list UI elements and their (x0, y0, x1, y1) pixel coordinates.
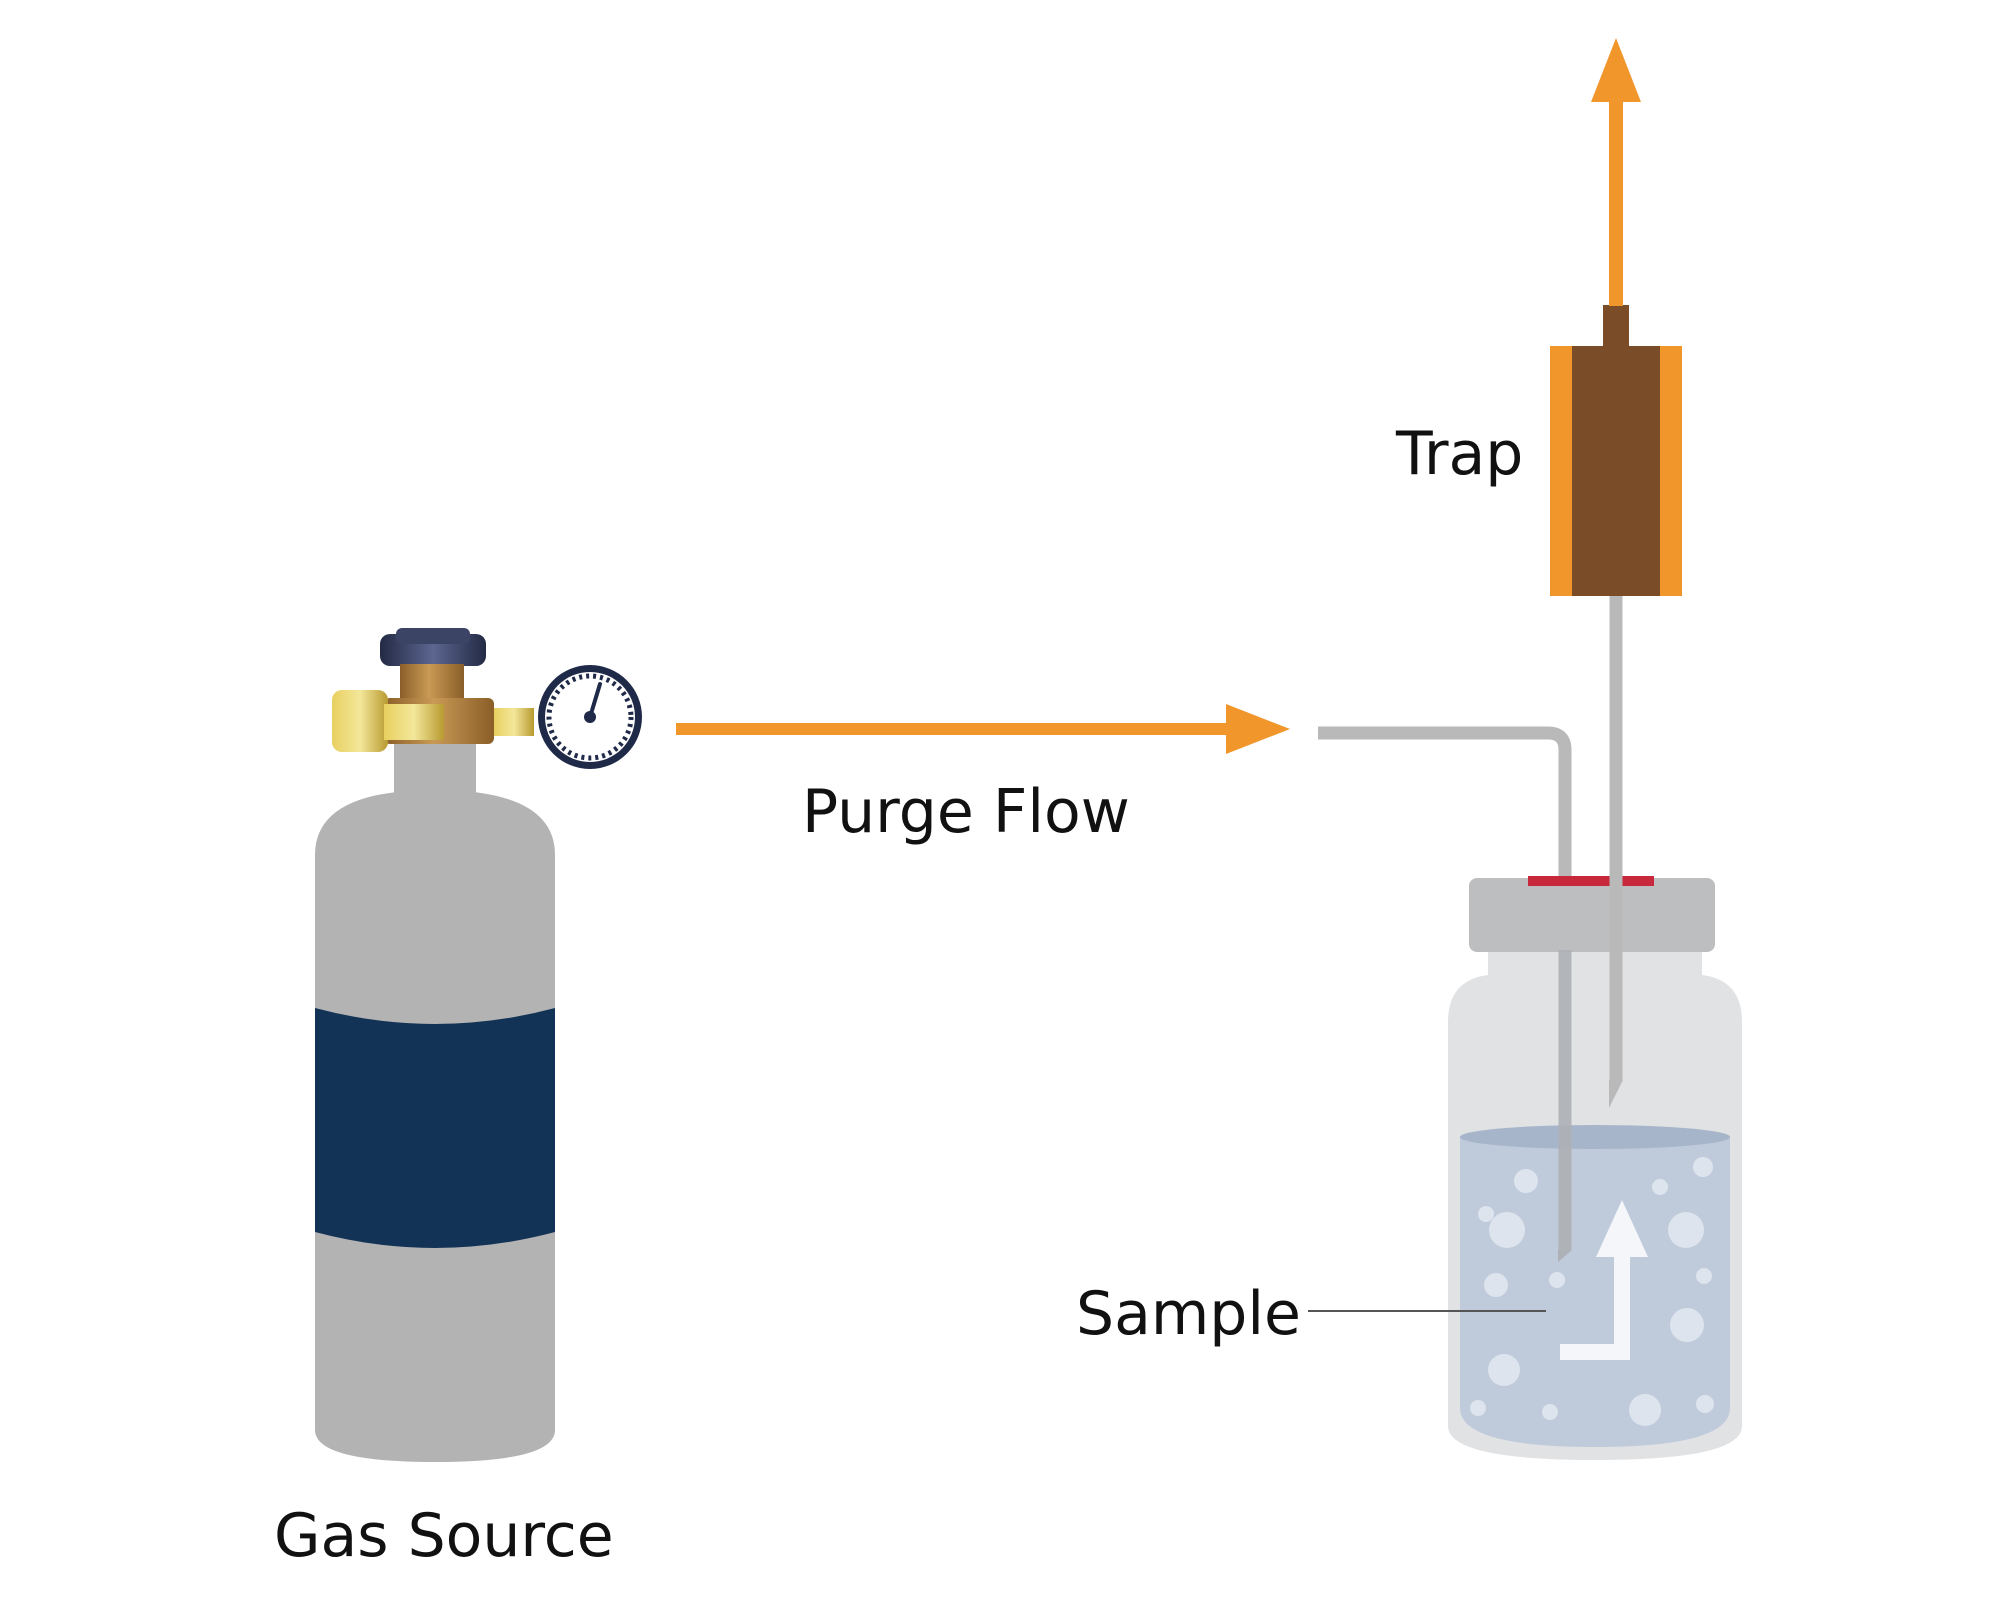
purge-flow-label: Purge Flow (802, 777, 1130, 847)
trap-side-left (1550, 346, 1572, 596)
gauge-connector (494, 708, 534, 736)
valve-stem (400, 664, 464, 700)
outlet-tube (1609, 596, 1623, 1108)
trap-label: Trap (1396, 419, 1524, 489)
purge-flow-arrow (676, 704, 1290, 754)
outlet-flow-arrow (1591, 38, 1641, 306)
trap-body (1572, 346, 1660, 596)
vial-liquid (1460, 1137, 1730, 1447)
cylinder-valve (332, 628, 534, 752)
inlet-tube (1318, 726, 1572, 1250)
gas-cylinder (315, 740, 555, 1462)
valve-handle (332, 690, 388, 752)
vial-cap (1469, 878, 1715, 952)
liquid-surface (1460, 1125, 1730, 1149)
trap-side-right (1660, 346, 1682, 596)
vial-septum (1528, 876, 1654, 886)
sample-vial (1448, 876, 1742, 1460)
gas-source-label: Gas Source (274, 1501, 614, 1571)
sample-label: Sample (1076, 1279, 1301, 1349)
trap (1550, 305, 1682, 596)
valve-knob-cap (396, 628, 470, 644)
inlet-needle (1558, 950, 1572, 1262)
bubble-flow-arrow-icon (1560, 1200, 1648, 1360)
pressure-gauge-icon (538, 665, 642, 769)
valve-handle-connector (384, 704, 444, 740)
cylinder-band (315, 1008, 555, 1248)
trap-top-stem (1603, 305, 1629, 347)
bubbles (1470, 1157, 1714, 1426)
